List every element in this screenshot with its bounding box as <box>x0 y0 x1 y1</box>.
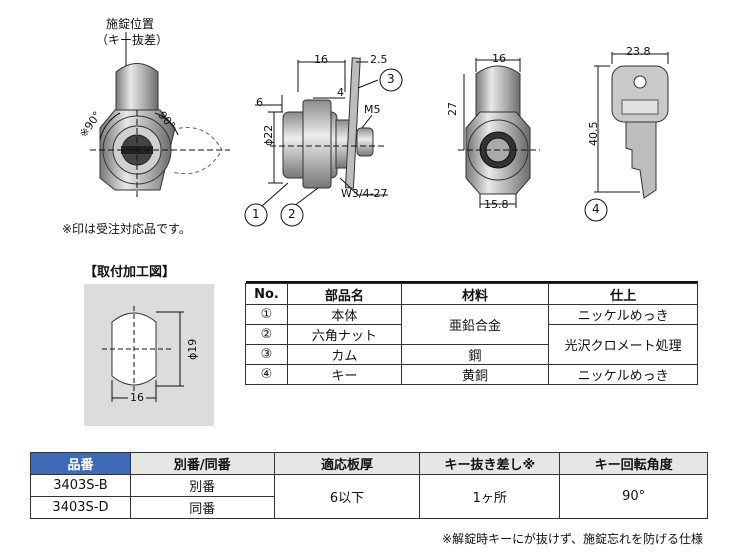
callout-4-circle <box>584 198 608 222</box>
rotation-value: 90° <box>559 474 708 519</box>
finish-chromate: 光沢クロメート処理 <box>548 324 698 365</box>
dim-23-8: 23.8 <box>626 45 651 58</box>
spec-footnote: ※解錠時キーにが抜けず、施錠忘れを防げる仕様 <box>442 532 703 546</box>
callout-3: 3 <box>387 72 395 86</box>
spec-header-rotation: キー回転角度 <box>559 452 708 475</box>
part-no: ① <box>245 304 288 325</box>
table-row: ① 本体 亜鉛合金 ニッケルめっき <box>245 304 698 345</box>
parts-table: No. 部品名 材料 仕上 ① 本体 亜鉛合金 ニッケルめっき ② 六角ナット … <box>245 281 698 385</box>
dim-15-8: 15.8 <box>484 198 509 211</box>
part-name: カム <box>286 344 402 365</box>
part-no: ③ <box>245 344 288 365</box>
finish-nickel: ニッケルめっき <box>548 304 698 325</box>
callout-1: 1 <box>252 207 260 221</box>
key-pull-label: （キー抜差） <box>96 33 169 47</box>
dim-4: 4 <box>337 86 344 99</box>
keying-type: 同番 <box>129 496 275 519</box>
part-name: 本体 <box>286 304 402 325</box>
material-brass: 黄銅 <box>400 364 550 385</box>
mount-phi19: ϕ19 <box>186 338 199 360</box>
parts-header-material: 材料 <box>400 283 550 305</box>
parts-header-finish: 仕上 <box>548 283 698 305</box>
front-view <box>90 32 230 200</box>
part-no: ② <box>245 324 288 345</box>
table-row: ② 六角ナット 光沢クロメート処理 <box>245 324 698 365</box>
parts-header-name: 部品名 <box>286 283 402 305</box>
dim-m5: M5 <box>364 103 381 116</box>
finish-nickel: ニッケルめっき <box>548 364 698 385</box>
key-pull-value: 1ヶ所 <box>419 474 561 519</box>
thickness-value: 6以下 <box>273 474 421 519</box>
side-view <box>255 57 388 207</box>
part-name: キー <box>286 364 402 385</box>
dim-2-5: 2.5 <box>370 53 388 66</box>
mount-width-16: 16 <box>128 391 146 404</box>
key-drawing <box>594 52 669 199</box>
table-row: 3403S-D 同番 <box>30 496 708 519</box>
part-no: ④ <box>245 364 288 385</box>
dim-6: 6 <box>256 96 263 109</box>
dim-phi22: ϕ22 <box>262 124 275 146</box>
spec-header-keying: 別番/同番 <box>129 452 275 475</box>
keying-type: 別番 <box>129 474 275 497</box>
lock-position-label: 施錠位置 <box>106 17 155 31</box>
mount-cutout-drawing <box>84 284 214 426</box>
order-note: ※印は受注対応品です。 <box>62 222 191 236</box>
callout-3-circle <box>379 68 403 92</box>
rear-view <box>458 58 540 208</box>
callout-4: 4 <box>592 202 600 216</box>
spec-header-key-pull: キー抜き差し※ <box>419 452 561 475</box>
spec-table: 品番 別番/同番 適応板厚 キー抜き差し※ キー回転角度 3403S-B 別番 … <box>30 452 708 519</box>
material-zinc: 亜鉛合金 <box>400 304 550 345</box>
part-number: 3403S-B <box>30 474 131 497</box>
dim-16-rear: 16 <box>492 52 506 65</box>
spec-header-thickness: 適応板厚 <box>273 452 421 475</box>
callout-2: 2 <box>288 207 296 221</box>
table-row: ④ キー 黄銅 ニッケルめっき <box>245 364 698 385</box>
callout-1-circle <box>244 203 268 227</box>
dim-40-5: 40.5 <box>587 121 600 147</box>
material-steel: 鋼 <box>400 344 550 365</box>
table-row: 3403S-B 別番 6以下 1ヶ所 90° <box>30 474 708 519</box>
parts-header-no: No. <box>245 283 288 305</box>
part-name: 六角ナット <box>286 324 402 345</box>
dim-w34-27: W3/4-27 <box>341 187 388 200</box>
spec-header-part: 品番 <box>30 452 131 475</box>
lock-drawings <box>90 32 669 227</box>
mount-title: 【取付加工図】 <box>84 265 176 280</box>
dim-27: 27 <box>446 102 459 116</box>
callout-2-circle <box>280 203 304 227</box>
part-number: 3403S-D <box>30 496 131 519</box>
dim-16-side: 16 <box>314 53 328 66</box>
